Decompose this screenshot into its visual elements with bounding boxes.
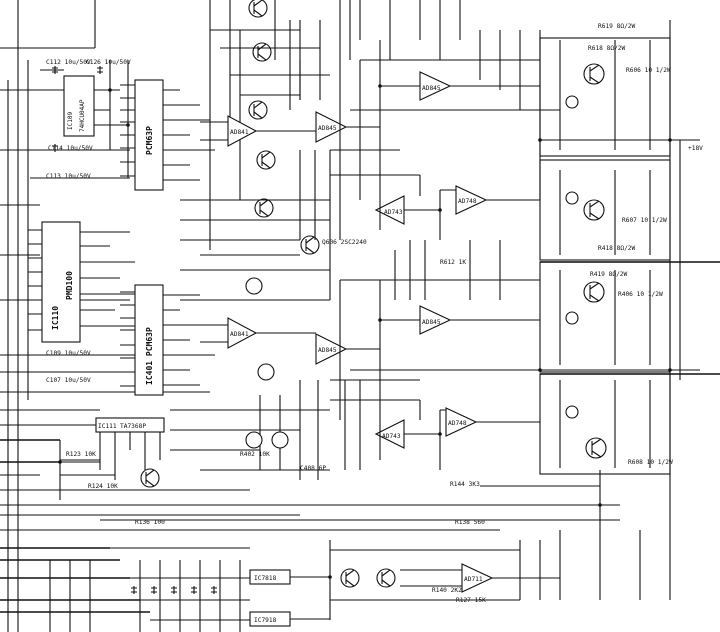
ic602-part: AD845 [318,125,337,132]
r619-label: R619 8Ω/2W [598,23,636,30]
opamp-ad845-top [315,111,348,143]
c107-label: C107 10u/50V [46,377,91,384]
opamp-ad841-top [227,115,258,147]
ic401-block: IC401 PCM63P [120,284,215,396]
c126-label: C126 10u/50V [86,59,131,66]
ic401-box [134,284,164,396]
ic601-part: PCM63P [145,126,154,155]
plus18-label: +18V [688,145,703,152]
opamp-ad711 [461,563,494,593]
transistor-q702 [376,568,396,588]
top-transistors: Q606 2SC2240 [209,0,367,255]
ic111-block: IC111 TA7368P R123 10K R124 10K [60,417,165,490]
r402-label: R402 10K [240,451,270,458]
ic601a-part: AD841 [230,129,249,136]
r418-label: R418 8Ω/2W [598,245,636,252]
right-output-stages: R619 8Ω/2W R618 8Ω/2W R606 10 1/2W R607 … [539,20,720,600]
transistor-out-2 [583,199,605,221]
junction-dots [58,84,672,579]
led-4 [565,405,579,419]
c408-label: C408 6P [300,465,326,472]
transistor-q406 [271,431,289,449]
transistor-q604 [254,198,274,218]
ic403-part: AD743 [382,433,401,440]
c114-label: C114 10u/50V [48,145,93,152]
r140-label: R140 2K2 [432,587,462,594]
r607-label: R607 10 1/2W [622,217,667,224]
c113-label: C113 10u/50V [46,173,91,180]
ic402-part: AD845 [318,347,337,354]
transistor-q402 [245,277,263,295]
ic7818-label: IC7818 [254,575,277,582]
ic7918-label: IC7918 [254,617,277,624]
r606-label: R606 10 1/2W [626,67,671,74]
r136-label: R136 100 [135,519,165,526]
ic110-label: IC110 [51,306,60,330]
transistor-q701 [340,568,360,588]
q606-label: Q606 2SC2240 [322,239,367,246]
led-2 [565,191,579,205]
opamp-ad748-top [455,185,488,215]
ic110-box [41,221,81,343]
transistor-q605 [248,100,268,120]
r144-label: R144 3K3 [450,481,480,488]
ic404-part: AD845 [422,319,441,326]
ic110-block: IC110 PMD100 C109 10u/50V C107 10u/50V [28,221,135,384]
middle-components: R612 1K R402 10K C408 6P [170,0,541,480]
ic109-block: IC109 74HCU04AP C112 10u/50V C126 10u/50… [30,59,131,180]
opamp-ad841-lower [227,317,258,349]
r124-label: R124 10K [88,483,118,490]
transistor-q603 [256,150,276,170]
transistor-q606 [300,235,320,255]
r138-label: R138 560 [455,519,485,526]
opamps-top: AD841 AD845 AD845 AD743 AD748 [200,40,560,240]
opamp-ad748-lower [445,407,478,437]
transistor-q2 [252,42,272,62]
ic605-part: AD748 [458,198,477,205]
r123-label: R123 10K [66,451,96,458]
opamps-lower: AD841 AD845 AD845 AD743 AD748 [200,279,560,470]
c109-label: C109 10u/50V [46,350,91,357]
ic701-part: AD711 [464,576,483,583]
ic604-part: AD845 [422,85,441,92]
ic111-part: TA7368P [120,423,146,430]
transistor-q111 [140,468,160,488]
ic401a-part: AD841 [230,331,249,338]
transistor-q405 [245,431,263,449]
transistor-out-1 [583,63,605,85]
ic110-part: PMD100 [65,271,74,300]
led-1 [565,95,579,109]
ic111-label: IC111 [98,423,117,430]
transistor-q404 [257,363,275,381]
c112-label: C112 10u/50V [46,59,91,66]
ic109-label: IC109 [67,112,74,130]
transistor-out-3 [583,281,605,303]
ic109-part: 74HCU04AP [79,99,86,132]
r419-label: R419 8Ω/2W [590,271,628,278]
transistor-out-4 [585,437,607,459]
opamp-ad845-lower [315,333,348,365]
ic405-part: AD748 [448,420,467,427]
ic401-part: IC401 PCM63P [145,327,154,385]
led-3 [565,311,579,325]
lower-section: R136 100 R138 560 R144 3K3 AD711 R127 15… [49,470,641,632]
r618-label: R618 8Ω/2W [588,45,626,52]
ic601-block: PCM63P [120,79,215,191]
ic603-part: AD743 [384,209,403,216]
r406-label: R406 10 1/2W [618,291,663,298]
r612-label: R612 1K [440,259,466,266]
ic109-box [63,75,95,137]
